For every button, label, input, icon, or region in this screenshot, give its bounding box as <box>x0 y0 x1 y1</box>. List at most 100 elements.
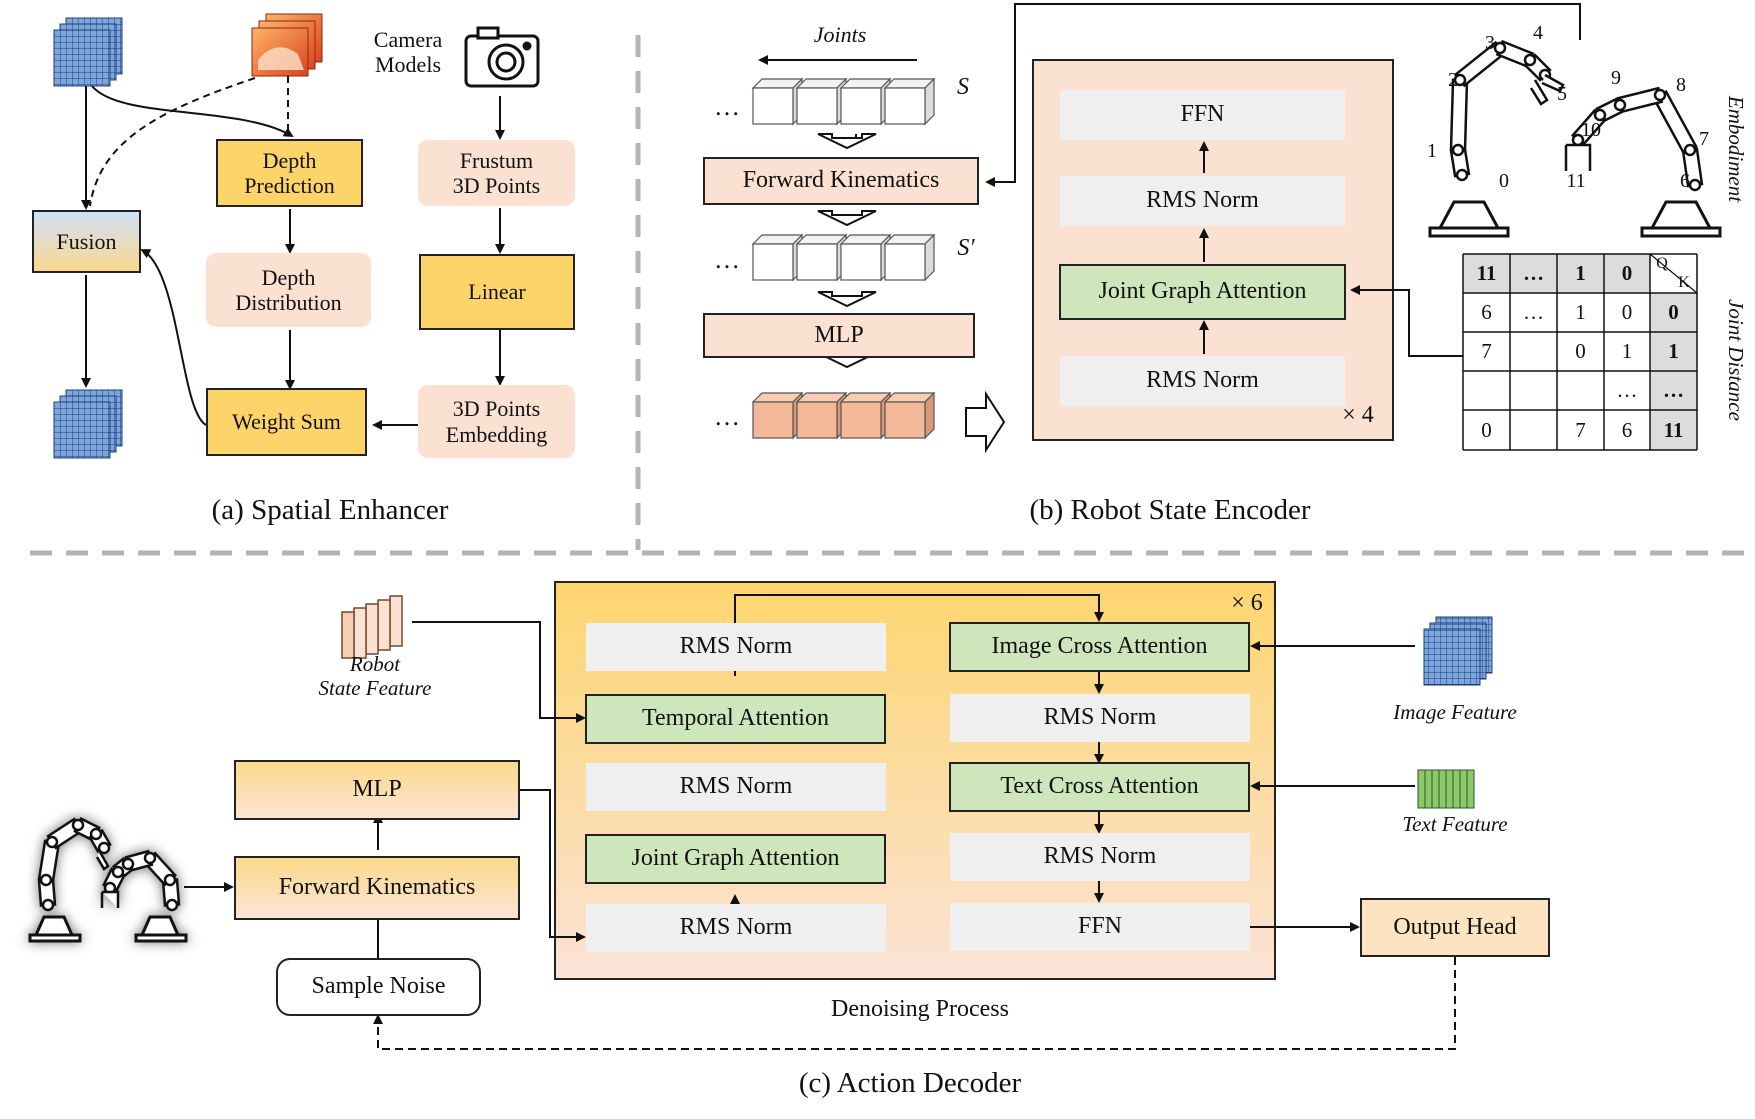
matrix-cell: … <box>1523 261 1544 285</box>
robot-joint <box>45 835 59 849</box>
joint-number: 5 <box>1557 83 1567 105</box>
robot-joint <box>121 857 135 871</box>
joint-cubes-embedding <box>751 391 936 440</box>
matrix-cell: 0 <box>1621 300 1633 324</box>
camera-models-label: Camera Models <box>373 27 443 78</box>
matrix-cell: 1 <box>1621 339 1633 363</box>
panel-dividers <box>30 35 1745 556</box>
points-embedding-box: 3D Points Embedding <box>418 385 575 458</box>
joint-number: 10 <box>1581 119 1601 141</box>
matrix-cell: … <box>1616 378 1638 402</box>
joint-cube <box>840 401 882 439</box>
ffn-box-b: FFN <box>1060 90 1345 140</box>
denoising-process-label: Denoising Process <box>831 996 1009 1022</box>
panel-b-arrows <box>985 3 1581 357</box>
text-feature-label: Text Feature <box>1402 812 1508 836</box>
caption-robot-state-encoder: (b) Robot State Encoder <box>1029 494 1311 526</box>
image-cross-attention-box: Image Cross Attention <box>949 622 1250 672</box>
matrix-cell: 0 <box>1621 261 1633 285</box>
matrix-cell: … <box>1663 378 1684 402</box>
matrix-cell: 1 <box>1575 300 1586 324</box>
joint-graph-attention-b: Joint Graph Attention <box>1059 264 1346 320</box>
robot-joint <box>1688 178 1702 192</box>
joint-number: 0 <box>1499 170 1509 192</box>
joint-number: 4 <box>1533 22 1543 44</box>
robot-arms-input-icon <box>28 817 188 943</box>
forward-kinematics-box-c: Forward Kinematics <box>234 856 520 920</box>
joint-cubes-s <box>751 77 936 126</box>
joint-cubes-s-prime <box>751 233 936 282</box>
ellipsis-s-prime: … <box>714 245 740 274</box>
text-token <box>1459 769 1468 809</box>
robot-base <box>1428 200 1510 238</box>
robot-gripper <box>100 890 120 908</box>
matrix-cell: … <box>1523 300 1544 324</box>
matrix-cell: 1 <box>1575 261 1586 285</box>
text-token <box>1424 769 1433 809</box>
joint-cube <box>840 243 882 281</box>
joint-number: 11 <box>1566 170 1586 192</box>
repeat-x6: × 6 <box>1231 590 1263 616</box>
joint-number: 6 <box>1680 170 1690 192</box>
matrix-cell <box>1510 410 1557 450</box>
embodiment-label: Embodiment <box>1724 95 1748 203</box>
robot-joint <box>1451 143 1465 157</box>
robot-gripper <box>95 851 110 871</box>
joint-cube <box>796 87 838 125</box>
s-label: S <box>957 74 969 100</box>
robot-joint <box>89 827 103 841</box>
joint-cube <box>796 243 838 281</box>
hollow-down-arrows <box>817 133 877 369</box>
joint-cube <box>884 87 926 125</box>
robot-joint <box>1683 143 1697 157</box>
frustum-box: Frustum 3D Points <box>418 140 575 206</box>
s-prime-label: S′ <box>957 235 975 261</box>
robot-joint <box>1653 88 1667 102</box>
ellipsis-embedding: … <box>714 402 740 431</box>
text-token <box>1417 769 1426 809</box>
joint-cube <box>840 87 882 125</box>
robot-base <box>28 915 82 943</box>
robot-joint <box>165 898 179 912</box>
rms-norm-c3: RMS Norm <box>586 904 886 952</box>
rms-norm-c2: RMS Norm <box>586 763 886 811</box>
joint-number: 7 <box>1699 128 1709 150</box>
weight-sum-box: Weight Sum <box>206 388 367 456</box>
feature-grid-bottom-icon <box>53 389 123 459</box>
robot-joint <box>41 898 55 912</box>
matrix-cell: 0 <box>1575 339 1586 363</box>
joint-cube <box>752 401 794 439</box>
image-feature-label: Image Feature <box>1393 700 1517 724</box>
rms-norm-c5: RMS Norm <box>950 833 1250 881</box>
text-token <box>1431 769 1440 809</box>
ffn-box-c: FFN <box>950 903 1250 951</box>
robot-joint <box>1453 73 1467 87</box>
joint-cube <box>884 243 926 281</box>
robot-joint <box>97 841 111 855</box>
text-token <box>1445 769 1454 809</box>
text-cross-attention-box: Text Cross Attention <box>949 762 1250 812</box>
robot-joint <box>39 873 53 887</box>
joint-number: 1 <box>1427 140 1437 162</box>
joint-number: 2 <box>1448 69 1458 91</box>
joints-label: Joints <box>813 22 867 47</box>
joint-cube <box>752 87 794 125</box>
matrix-cell: 1 <box>1668 339 1679 363</box>
forward-kinematics-box-b: Forward Kinematics <box>703 157 979 205</box>
image-feature-icon <box>1423 616 1493 686</box>
text-feature-icon <box>1417 769 1475 809</box>
robot-joint <box>143 851 157 865</box>
matrix-cell: 6 <box>1481 300 1492 324</box>
depth-distribution-box: Depth Distribution <box>206 253 371 327</box>
ellipsis-s: … <box>714 92 740 121</box>
joint-number: 8 <box>1676 74 1686 96</box>
matrix-cell: 0 <box>1668 300 1679 324</box>
matrix-cell: 11 <box>1663 417 1684 442</box>
robot-joint <box>111 865 125 879</box>
depth-prediction-box: Depth Prediction <box>216 139 363 207</box>
joint-distance-label: Joint Distance <box>1724 299 1748 421</box>
text-token <box>1452 769 1461 809</box>
joint-distance-matrix <box>1462 253 1698 451</box>
robot-base <box>134 915 188 943</box>
